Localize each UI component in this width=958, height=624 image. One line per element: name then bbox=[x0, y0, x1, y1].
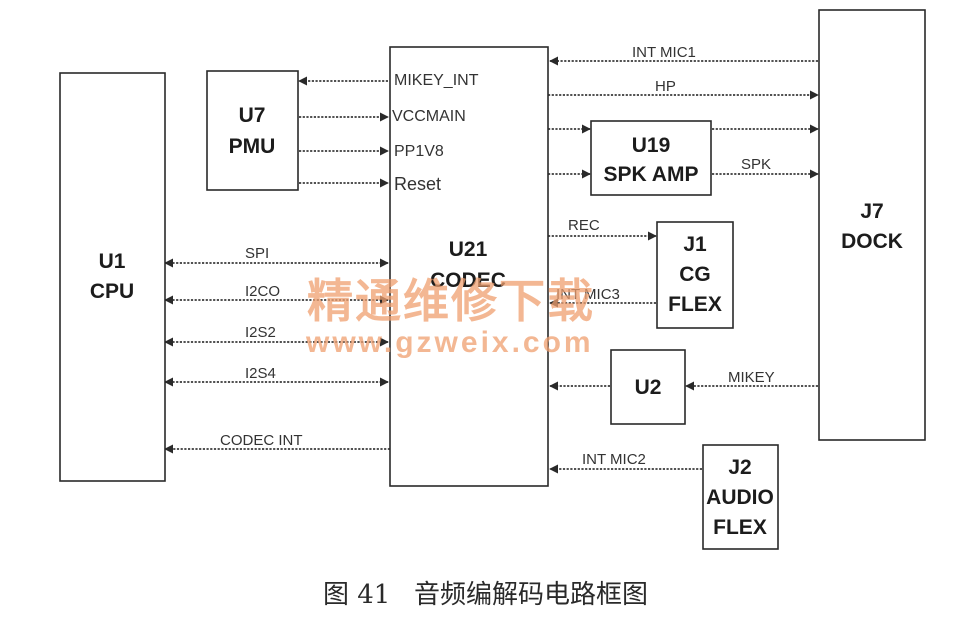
block-u7-pmu: U7 PMU bbox=[206, 70, 299, 191]
u1-name: CPU bbox=[90, 280, 134, 303]
label-i2s4: I2S4 bbox=[245, 365, 276, 382]
block-u1-cpu: U1 CPU bbox=[59, 72, 166, 482]
block-u2: U2 bbox=[610, 349, 686, 425]
label-hp: HP bbox=[655, 78, 676, 95]
block-j1-cg-flex: J1 CG FLEX bbox=[656, 221, 734, 329]
u7-name: PMU bbox=[229, 135, 276, 158]
block-j7-dock: J7 DOCK bbox=[818, 9, 926, 441]
j2-line3: FLEX bbox=[713, 516, 767, 539]
label-int-mic3: INT MIC3 bbox=[556, 286, 620, 303]
label-int-mic2: INT MIC2 bbox=[582, 451, 646, 468]
u19-ref: U19 bbox=[632, 134, 671, 157]
label-codec-int: CODEC INT bbox=[220, 432, 303, 449]
caption-title: 音频编解码电路框图 bbox=[414, 580, 648, 610]
u7-ref: U7 bbox=[239, 104, 266, 127]
u1-ref: U1 bbox=[99, 250, 126, 273]
label-i2c0: I2CO bbox=[245, 283, 280, 300]
j7-name: DOCK bbox=[841, 230, 903, 253]
u21-ref: U21 bbox=[449, 238, 488, 261]
label-spi: SPI bbox=[245, 245, 269, 262]
j7-ref: J7 bbox=[860, 200, 883, 223]
caption-figure-number: 图 41 bbox=[323, 580, 390, 610]
watermark-title: 精通维修下载 bbox=[307, 274, 595, 328]
label-rec: REC bbox=[568, 217, 600, 234]
label-spk: SPK bbox=[741, 156, 771, 173]
label-int-mic1: INT MIC1 bbox=[632, 44, 696, 61]
pin-mikey-int: MIKEY_INT bbox=[394, 72, 479, 89]
u19-name: SPK AMP bbox=[604, 163, 699, 186]
pin-pp1v8: PP1V8 bbox=[394, 143, 444, 160]
pin-reset: Reset bbox=[394, 174, 441, 194]
j2-line2: AUDIO bbox=[706, 486, 774, 509]
j1-line2: CG bbox=[679, 263, 711, 286]
u2-ref: U2 bbox=[635, 376, 662, 399]
block-u21-codec: MIKEY_INT VCCMAIN PP1V8 Reset U21 CODEC bbox=[389, 46, 549, 487]
block-u19-spk-amp: U19 SPK AMP bbox=[590, 120, 712, 196]
j2-ref: J2 bbox=[728, 456, 751, 479]
u21-name: CODEC bbox=[430, 269, 506, 292]
label-i2s2: I2S2 bbox=[245, 324, 276, 341]
pin-vccmain: VCCMAIN bbox=[392, 108, 466, 125]
j1-ref: J1 bbox=[683, 233, 707, 256]
label-mikey: MIKEY bbox=[728, 369, 775, 386]
j1-line3: FLEX bbox=[668, 293, 722, 316]
watermark-url: www.gzweix.com bbox=[305, 326, 594, 359]
block-j2-audio-flex: J2 AUDIO FLEX bbox=[702, 444, 779, 550]
